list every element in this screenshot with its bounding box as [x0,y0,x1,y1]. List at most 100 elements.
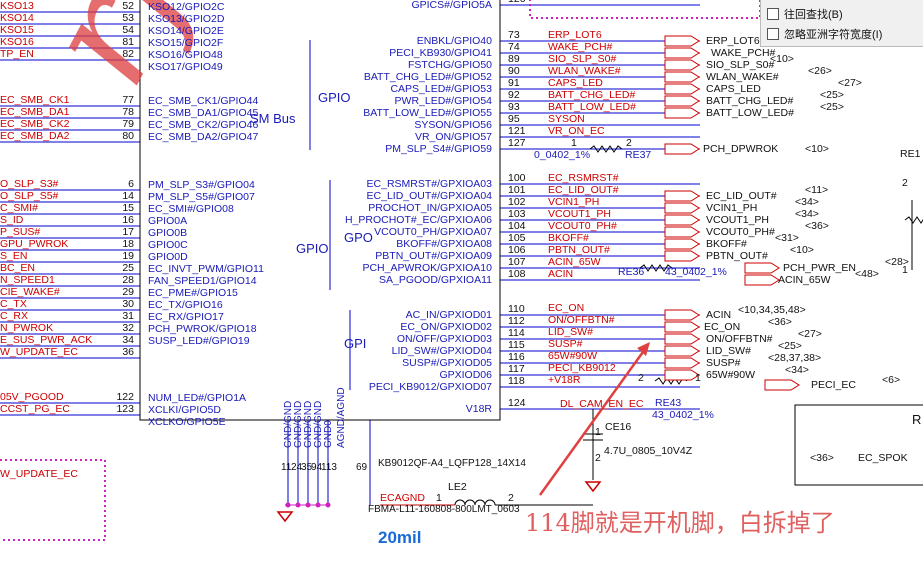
connector-label: PCH_DPWROK [703,143,779,155]
left-net-label: KSO15 [0,24,34,36]
right-net-label: +V18R [548,374,581,386]
group-label-gpi: GPI [344,336,367,351]
option-search-backward[interactable]: 往回查找(B) [767,6,843,22]
chip-pin-label: XCLKI/GPIO5D [148,404,221,416]
chip-pin-label: SUSP#/GPXIOD05 [402,357,492,369]
pin-number: 118 [508,375,525,387]
group-label-gpio: GPIO [296,241,329,256]
pin-number: 101 [508,184,526,196]
chip-pin-label: PM_SLP_S3#/GPIO04 [148,179,255,191]
chip-pin-label: GPIO0B [148,227,188,239]
pin-number: 82 [122,48,134,60]
right-net-label: WAKE_PCH# [548,41,613,53]
pin-number: 117 [508,363,525,375]
pin-number: 19 [122,250,134,262]
pin-number: 122 [116,391,134,403]
resistor-ref: RE37 [625,149,652,161]
connector-label: PECI_EC [811,379,856,391]
left-net-label: TP_EN [0,48,34,60]
pin-number: 110 [508,303,525,315]
pin-number: 1 [595,426,601,438]
connector-label: WLAN_WAKE# [706,71,779,83]
chip-pin-label: EC_INVT_PWM/GPIO11 [148,263,264,275]
junction-dot [315,502,321,508]
off-page-connector [664,226,700,238]
pin-number: 126 [508,0,526,5]
left-net-label: 05V_PGOOD [0,391,64,403]
pin-number: 2 [508,492,514,504]
connector-ref: <34> [795,196,819,208]
pin-number: 105 [508,232,526,244]
connector-label: BKOFF# [706,238,747,250]
connector-ref: <28,37,38> [768,352,822,364]
connector-ref: <27> [798,328,822,340]
connector-label: ERP_LOT6 [706,35,760,47]
connector-label: LID_SW# [706,345,751,357]
chip-pin-label: EC_PME#/GPIO15 [148,287,238,299]
chip-pin-label: CAPS_LED#/GPIO53 [390,83,492,95]
cap-value: 4.7U_0805_10V4Z [604,445,693,457]
pin-number: 81 [122,36,134,48]
connector-label: VCOUT1_PH [706,214,770,226]
left-net-label: S_EN [0,250,28,262]
connector-ref: <36> [810,452,834,464]
connector-label: PCH_PWR_EN [783,262,856,274]
option-ignore-asian-width[interactable]: 忽略亚洲字符宽度(I) [767,26,882,42]
right-net-label: EC_ON [548,302,585,314]
pin-number: 1 [436,492,442,504]
connector-label: EC_ON [704,321,741,333]
off-page-connector [664,95,700,107]
resistor-ref: RE1 [900,148,921,160]
chip-pin-label: PWR_LED#/GPIO54 [394,95,492,107]
resistor-value: 43_0402_1% [652,409,714,421]
chip-pin-label: EC_RX/GPIO17 [148,311,224,323]
chip-pin-label: GPIO0A [148,215,188,227]
connector-ref: <10> [790,244,814,256]
chip-pin-label: PBTN_OUT#/GPXIOA09 [375,250,492,262]
checkbox-icon[interactable] [767,28,779,40]
pin-number: 115 [508,339,525,351]
chip-pin-label: EC_RSMRST#/GPXIOA03 [366,178,492,190]
connector-ref: <31> [775,232,799,244]
right-net-label: PBTN_OUT# [548,244,610,256]
chip-part-number: KB9012QF-A4_LQFP128_14X14 [378,458,526,469]
pin-number: 2 [626,137,632,149]
group-label-smbus: SM Bus [250,111,296,126]
connector-label: SUSP# [706,357,741,369]
resistor-ref: RE43 [655,397,682,409]
pin-number: 2 [595,452,601,464]
chip-pin-label: EC_SMB_CK1/GPIO44 [148,95,259,107]
checkbox-icon[interactable] [767,8,779,20]
connector-ref: <26> [808,65,832,77]
chip-pin-label: KSO14/GPIO2E [148,25,224,37]
chip-pin-label: PM_SLP_S4#/GPIO59 [385,143,492,155]
left-net-label: N_SPEED1 [0,274,55,286]
pin-number: 53 [122,12,134,24]
ec-chip-body [139,0,501,421]
connector-ref: <34> [795,208,819,220]
connector-label: VCIN1_PH [706,202,758,214]
annotation-note: 114脚就是开机脚，白拆掉了 [525,509,835,537]
chip-pin-label: XCLKO/GPIO5E [148,416,226,428]
pin-number: 107 [508,256,526,268]
off-page-connector [664,202,700,214]
right-net-label: VR_ON_EC [548,125,605,137]
net-ecagnd: ECAGND [380,492,425,504]
connector-label: EC_LID_OUT# [706,190,777,202]
ground-icon [276,511,294,523]
pin-number: 74 [508,41,520,53]
pin-number: 77 [122,94,134,106]
connector-label: ACIN_65W [778,274,831,286]
left-net-label: S_ID [0,214,24,226]
pin-number: 127 [508,137,526,149]
ic-box [794,404,923,486]
box-ref: R [912,412,922,427]
left-net-label: O_SLP_S5# [0,190,59,202]
connector-ref: <25> [820,101,844,113]
left-net-label: O_SLP_S3# [0,178,59,190]
off-page-connector [664,357,700,369]
right-net-label: EC_LID_OUT# [548,184,619,196]
pin-number: 80 [122,130,134,142]
chip-pin-label: EC_SMB_CK2/GPIO46 [148,119,259,131]
right-net-label: BATT_CHG_LED# [548,89,636,101]
